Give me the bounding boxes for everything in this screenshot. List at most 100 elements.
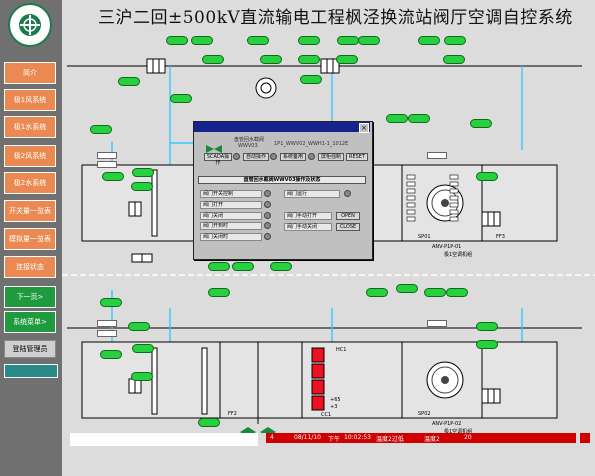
sensor-indicator [358,36,380,45]
state-grid-logo [8,3,52,47]
sensor-indicator [476,340,498,349]
auto-led [270,153,277,160]
status-item-3: 阀门关闭 [200,212,262,220]
sensor-indicator [386,114,408,123]
status-item-1: 阀门开关控制 [200,190,262,198]
nav-pole1-air[interactable]: 极1风系统 [4,89,56,111]
sensor-indicator [270,262,292,271]
sensor-indicator [300,75,322,84]
sensor-indicator [336,55,358,64]
nav-pole1-water[interactable]: 极1水系统 [4,116,56,138]
readout-box [97,152,117,159]
scada-led [233,153,240,160]
sensor-indicator [90,125,112,134]
alarm-tag: 温度2 [424,436,440,443]
page-title: 三沪二回±500kV直流输电工程枫泾换流站阀厅空调自控系统 [98,8,573,28]
supply-fan-label-2: SP02 [418,411,431,417]
nav-intro[interactable]: 简介 [4,62,56,84]
valve-running-label: 阀门运行 [284,190,340,198]
sensor-indicator [166,36,188,45]
upper-unit-name: ANV-P1P-01 [432,244,462,250]
dialog-title-cn: 盘管回水截阀 [234,137,265,143]
manual-close-label: 阀门手动关闭 [284,223,332,231]
status-field [4,364,58,378]
sensor-indicator [132,344,154,353]
sensor-indicator [208,262,230,271]
sensor-indicator [337,36,359,45]
status-header: 盘管回水截阀WWV03操作及状态 [198,176,366,184]
filter-label-3: FF3 [496,234,505,240]
status-led-2 [264,201,271,208]
heater-label: HC1 [336,347,347,353]
readout-box [97,330,117,337]
nav-switch-table[interactable]: 开关量一览表 [4,200,56,222]
alarm-time: 10:02:53 [344,434,371,441]
status-item-2: 阀门打开 [200,201,262,209]
maintenance-button[interactable]: 屏柜强制 [318,153,344,161]
lower-unit-sub: 极1空调机组 [444,429,473,435]
sensor-indicator [131,182,153,191]
alarm-ampm: 下午 [328,436,341,443]
alarm-bar: 4 08/11/10 下午 10:02:53 温度2过低 温度2 20 [266,433,576,443]
valve-running-led [344,190,351,197]
nav-pole2-water[interactable]: 极2水系统 [4,172,56,194]
sensor-indicator [476,172,498,181]
sensor-indicator [470,119,492,128]
sensor-indicator [118,77,140,86]
alarm-indicator [580,433,590,443]
auto-operation-button[interactable]: 自动操作 [243,153,269,161]
sensor-indicator [424,288,446,297]
nav-next-page[interactable]: 下一页> [4,286,56,308]
dialog-titlebar[interactable] [194,122,370,132]
login-admin-button[interactable]: 登陆管理员 [4,340,56,358]
sensor-indicator [232,262,254,271]
filter-label: FF2 [228,411,237,417]
nav-system-menu[interactable]: 系统菜单> [4,311,56,333]
sensor-indicator [170,94,192,103]
sensor-indicator [128,322,150,331]
sensor-indicator [408,114,430,123]
close-icon[interactable]: × [359,123,369,133]
sensor-indicator [366,288,388,297]
system-standby-button[interactable]: 系统备用 [280,153,306,161]
readout-box [97,161,117,168]
open-button[interactable]: OPEN [336,212,360,220]
valve-control-dialog: × 盘管回水截阀 WWV03 1P1_WWV02_WWH1-1_1012E SC… [193,121,373,260]
system-led [308,153,315,160]
sensor-indicator [202,55,224,64]
sensor-indicator [476,322,498,331]
nav-connection-status[interactable]: 连接状态 [4,256,56,278]
lower-unit-name: ANV-P1P-02 [432,421,462,427]
status-led-5 [264,233,271,240]
upper-unit-sub: 极1空调机组 [444,252,473,258]
input-area[interactable] [70,433,258,446]
sensor-indicator [102,172,124,181]
scada-operation-button[interactable]: SCADA操作 [204,153,232,166]
coil-label: CC1 [321,412,332,418]
dialog-title-id: WWV03 [238,143,258,149]
alarm-date: 08/11/10 [294,434,321,441]
status-led-3 [264,212,271,219]
manual-open-label: 阀门手动打开 [284,212,332,220]
supply-fan-label: SP01 [418,234,431,240]
sensor-indicator [131,372,153,381]
readout-box [427,320,447,327]
reset-button[interactable]: RESET [346,153,368,161]
alarm-index: 4 [270,434,274,441]
status-led-4 [264,222,271,229]
sensor-indicator [191,36,213,45]
sensor-indicator [132,168,154,177]
valve-icon [206,138,222,153]
plus-65-label: +65 [330,397,341,403]
sensor-indicator [298,55,320,64]
sensor-indicator [260,55,282,64]
nav-pole2-air[interactable]: 极2风系统 [4,145,56,167]
close-button[interactable]: CLOSE [336,223,360,231]
dialog-device-code: 1P1_WWV02_WWH1-1_1012E [274,141,349,147]
nav-analog-table[interactable]: 模拟量一览表 [4,228,56,250]
status-item-5: 阀门关闭时 [200,233,262,241]
sensor-indicator [418,36,440,45]
sensor-indicator [208,288,230,297]
sensor-indicator [298,36,320,45]
sensor-indicator [247,36,269,45]
